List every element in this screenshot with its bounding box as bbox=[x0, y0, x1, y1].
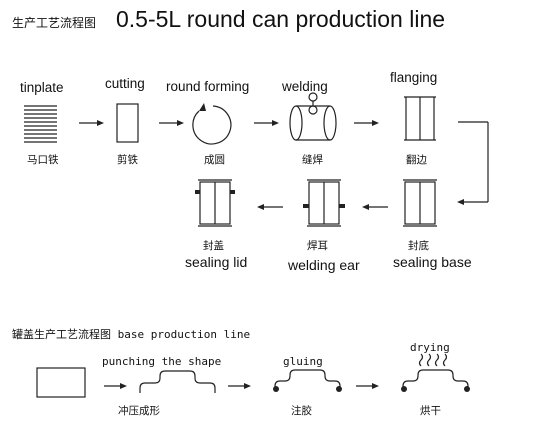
flanged-can-icon bbox=[404, 96, 436, 141]
base-step-drying-label: drying bbox=[410, 341, 450, 354]
page-title: 0.5-5L round can production line bbox=[116, 6, 446, 32]
step-flanging-cn: 翻边 bbox=[406, 154, 427, 166]
cut-sheet-icon bbox=[116, 103, 139, 143]
sealed-base-can-icon bbox=[403, 179, 437, 227]
heat-waves-icon bbox=[418, 353, 448, 367]
arrow-tinplate-to-cutting bbox=[79, 120, 104, 126]
step-welding-ear-cn: 焊耳 bbox=[307, 240, 328, 252]
step-round-forming-label: round forming bbox=[166, 79, 250, 94]
step-cutting-cn: 剪铁 bbox=[117, 154, 138, 166]
arrow-forming-to-welding bbox=[254, 120, 279, 126]
dried-lid-icon bbox=[401, 369, 470, 392]
arrow-blank-to-punching bbox=[104, 383, 127, 389]
base-line-title: 罐盖生产工艺流程图 base production line bbox=[12, 328, 251, 341]
base-blank-sheet-icon bbox=[36, 367, 86, 398]
sealed-lid-can-icon bbox=[195, 179, 235, 227]
glued-lid-icon bbox=[273, 369, 342, 392]
tinplate-sheets-icon bbox=[24, 105, 57, 143]
title-chinese: 生产工艺流程图 bbox=[12, 16, 97, 30]
arrow-punching-to-gluing bbox=[228, 383, 251, 389]
welding-cylinder-icon bbox=[289, 92, 337, 141]
step-sealing-lid-cn: 封盖 bbox=[203, 240, 224, 252]
step-tinplate-cn: 马口铁 bbox=[27, 154, 59, 166]
step-cutting-label: cutting bbox=[105, 76, 145, 91]
base-step-punching-label: punching the shape bbox=[102, 355, 222, 368]
punched-lid-icon bbox=[139, 370, 216, 393]
welding-ear-can-icon bbox=[303, 179, 345, 227]
step-welding-label: welding bbox=[282, 79, 328, 94]
arrow-welding-ear-to-sealing-lid bbox=[257, 204, 283, 210]
arrow-gluing-to-drying bbox=[356, 383, 379, 389]
base-step-gluing-cn: 注胶 bbox=[291, 405, 312, 417]
base-step-gluing-label: gluing bbox=[283, 355, 323, 368]
step-welding-ear-label: welding ear bbox=[288, 257, 360, 273]
base-step-drying-cn: 烘干 bbox=[420, 405, 441, 417]
step-tinplate-label: tinplate bbox=[20, 80, 64, 95]
step-sealing-lid-label: sealing lid bbox=[185, 254, 248, 270]
step-welding-cn: 缝焊 bbox=[302, 154, 323, 166]
step-flanging-label: flanging bbox=[390, 70, 438, 85]
arrow-cutting-to-forming bbox=[159, 120, 184, 126]
arrow-flanging-to-sealing-base bbox=[457, 121, 489, 205]
step-sealing-base-label: sealing base bbox=[393, 254, 472, 270]
arrow-sealing-base-to-welding-ear bbox=[362, 204, 388, 210]
step-sealing-base-cn: 封底 bbox=[408, 240, 429, 252]
round-forming-icon bbox=[192, 103, 232, 145]
step-round-forming-cn: 成圆 bbox=[204, 154, 225, 166]
arrow-welding-to-flanging bbox=[354, 120, 379, 126]
base-step-punching-cn: 冲压成形 bbox=[118, 405, 160, 417]
